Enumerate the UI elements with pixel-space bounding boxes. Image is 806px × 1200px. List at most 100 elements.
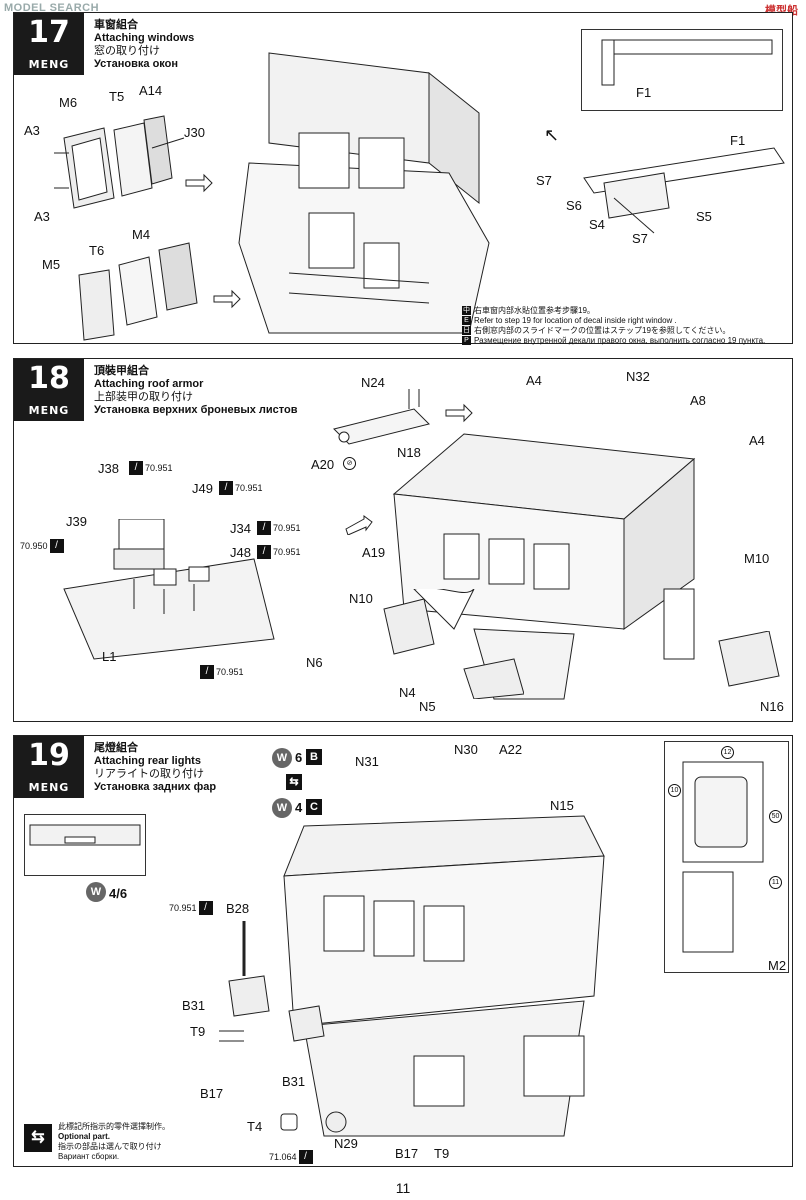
vehicle-rear-drawing bbox=[283, 815, 605, 1137]
f1-rail-drawing bbox=[583, 147, 785, 234]
title-en: Attaching windows bbox=[94, 32, 195, 44]
note-jp: 右側窓内部のスライドマークの位置はステップ19を参照してください。 bbox=[474, 326, 731, 335]
swap-icon: ⇆ bbox=[286, 774, 302, 790]
paint-callout: /70.951 bbox=[257, 545, 301, 559]
armor-panel-n16-drawing bbox=[718, 631, 780, 687]
label: A8 bbox=[690, 393, 706, 408]
label: N24 bbox=[361, 375, 385, 390]
weathering-code: 6 bbox=[295, 750, 303, 765]
title-cn: 尾燈組合 bbox=[94, 742, 138, 754]
label: A4 bbox=[526, 373, 542, 388]
paint-callout: 71.064/ bbox=[269, 1150, 313, 1164]
roof-plate-drawing bbox=[63, 519, 275, 660]
paint-code: 70.951 bbox=[216, 667, 244, 677]
brand-logo: MENG bbox=[28, 58, 70, 71]
arrow-icon bbox=[445, 403, 473, 423]
label-arrow: ↖ bbox=[544, 125, 560, 145]
label: B31 bbox=[282, 1074, 306, 1089]
title-ru: Установка задних фар bbox=[94, 781, 217, 793]
decal-number: 12 bbox=[721, 746, 734, 759]
hatch-part-drawing bbox=[333, 389, 430, 445]
title-ru: Установка окон bbox=[94, 58, 179, 70]
note-ru: Размещение внутренной декали правого окн… bbox=[474, 336, 766, 345]
label: S5 bbox=[696, 209, 712, 224]
brush-icon: / bbox=[298, 1150, 313, 1164]
note-en: Refer to step 19 for location of decal i… bbox=[474, 316, 677, 325]
lens-drawing bbox=[280, 1111, 347, 1133]
label: A14 bbox=[139, 83, 163, 98]
label: F1 bbox=[636, 85, 652, 100]
label: F1 bbox=[730, 133, 746, 148]
lang-ru-icon: Р bbox=[462, 336, 471, 346]
label: T9 bbox=[190, 1024, 206, 1039]
title-jp: 窓の取り付け bbox=[94, 45, 160, 57]
window-assembly-drawing bbox=[54, 115, 185, 209]
decal-number: 11 bbox=[769, 876, 782, 889]
label: N15 bbox=[550, 798, 574, 813]
label: B17 bbox=[200, 1086, 224, 1101]
label: B28 bbox=[226, 901, 250, 916]
label: N30 bbox=[454, 742, 478, 757]
label: T5 bbox=[109, 89, 125, 104]
arrow-icon bbox=[185, 173, 213, 193]
step-18-title: 頂裝甲組合 Attaching roof armor 上部装甲の取り付け Уст… bbox=[94, 365, 298, 417]
label: N31 bbox=[355, 754, 379, 769]
label: A19 bbox=[362, 545, 386, 560]
lang-jp-icon: 日 bbox=[462, 326, 471, 336]
label: S4 bbox=[589, 217, 605, 232]
weathering-badge: W bbox=[86, 882, 106, 902]
paint-callout: /70.951 bbox=[200, 665, 244, 679]
label: J38 bbox=[98, 461, 119, 476]
step-18-badge: 18 MENG bbox=[14, 359, 84, 421]
label: N18 bbox=[397, 445, 421, 460]
step-number: 17 bbox=[28, 15, 70, 50]
label: N29 bbox=[334, 1136, 358, 1151]
decal-number: 10 bbox=[668, 784, 681, 797]
optional-part-legend: ⇆ 此標記所指示的零件選擇制作。 Optional part. 指示の部品は選ん… bbox=[24, 1122, 224, 1162]
paint-code: 70.951 bbox=[235, 483, 263, 493]
label: A22 bbox=[499, 742, 523, 757]
label: A20 bbox=[311, 457, 335, 472]
armor-panel-drawing bbox=[383, 589, 524, 699]
optional-jp: 指示の部品は選んで取り付け bbox=[58, 1142, 162, 1151]
weathering-badge: W bbox=[272, 798, 292, 818]
label: N32 bbox=[626, 369, 650, 384]
label: J34 bbox=[230, 521, 251, 536]
lang-en-icon: E bbox=[462, 316, 471, 326]
brush-icon: / bbox=[257, 545, 271, 559]
title-cn: 頂裝甲組合 bbox=[94, 365, 149, 377]
label: N16 bbox=[760, 699, 784, 714]
paint-code: 70.951 bbox=[273, 523, 301, 533]
brush-icon: / bbox=[49, 539, 64, 553]
vehicle-cab-drawing bbox=[238, 52, 490, 334]
m2-inset: 12 10 50 11 bbox=[664, 741, 789, 973]
label: J30 bbox=[184, 125, 205, 140]
decal-inset bbox=[24, 814, 146, 876]
weathering-code: 4/6 bbox=[109, 886, 128, 901]
label: A3 bbox=[34, 209, 50, 224]
paint-callout: /70.951 bbox=[257, 521, 301, 535]
page-number: 11 bbox=[395, 1180, 411, 1196]
brush-icon: / bbox=[219, 481, 233, 495]
label: J49 bbox=[192, 481, 213, 496]
paint-code: 70.951 bbox=[273, 547, 301, 557]
paint-callout: /70.951 bbox=[129, 461, 173, 475]
brand-logo: MENG bbox=[28, 781, 70, 794]
title-en: Attaching rear lights bbox=[94, 755, 201, 767]
paint-code: 70.950 bbox=[20, 541, 48, 551]
brush-icon: / bbox=[200, 665, 214, 679]
paint-callout: 70.950/ bbox=[20, 539, 64, 553]
label: N10 bbox=[349, 591, 373, 606]
decal-number: 50 bbox=[769, 810, 782, 823]
step-19-badge: 19 MENG bbox=[14, 736, 84, 798]
label: A3 bbox=[24, 123, 40, 138]
label: B31 bbox=[182, 998, 206, 1013]
label: L1 bbox=[102, 649, 117, 664]
color-code-badge: B bbox=[306, 749, 322, 765]
optional-cn: 此標記所指示的零件選擇制作。 bbox=[58, 1122, 170, 1131]
color-code-badge: C bbox=[306, 799, 322, 815]
label: T9 bbox=[434, 1146, 450, 1161]
lang-cn-icon: 中 bbox=[462, 306, 471, 316]
title-jp: 上部装甲の取り付け bbox=[94, 391, 193, 403]
